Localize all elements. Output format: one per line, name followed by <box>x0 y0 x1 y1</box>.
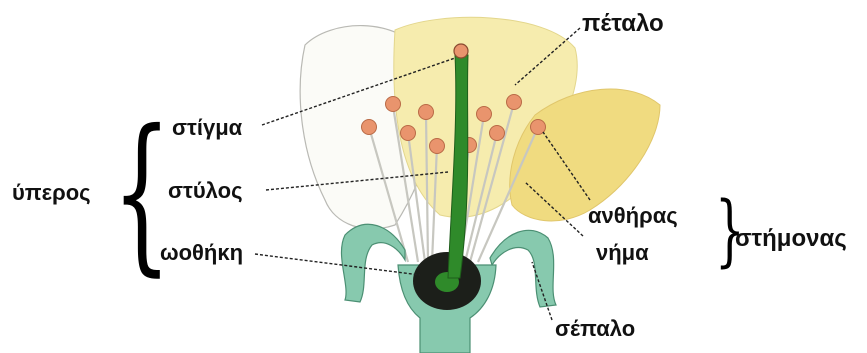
label-pistil: ύπερος <box>12 180 91 206</box>
sepal-left <box>341 224 405 302</box>
label-stigma: στίγμα <box>172 115 242 141</box>
label-petal: πέταλο <box>582 10 664 38</box>
stigma-shape <box>454 44 468 58</box>
label-filament: νήμα <box>596 240 649 266</box>
label-ovary: ωοθήκη <box>160 240 243 266</box>
label-anther: ανθήρας <box>588 203 678 229</box>
label-style: στύλος <box>168 178 243 204</box>
sepal-right <box>490 230 556 307</box>
label-stamen: στήμονας <box>735 225 847 253</box>
label-sepal: σέπαλο <box>555 316 635 342</box>
brace-pistil: { <box>112 108 171 278</box>
